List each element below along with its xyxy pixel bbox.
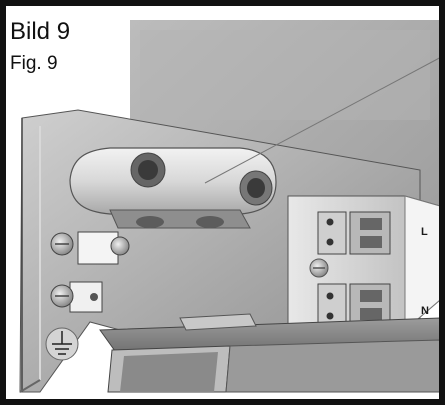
lower-rail	[99, 313, 441, 393]
cylinder-block	[69, 147, 277, 229]
terminal-block	[287, 195, 441, 332]
ground-symbol-icon	[45, 327, 79, 361]
figure-caption: Bild 9 Fig. 9	[10, 18, 71, 74]
leader-line	[204, 54, 445, 184]
terminal-label-live: L	[421, 226, 428, 238]
ground-screw-upper	[50, 231, 130, 265]
figure-title: Bild 9	[10, 18, 71, 45]
ground-screw-lower	[50, 281, 103, 313]
terminal-label-neutral: N	[421, 305, 429, 317]
figure-subtitle: Fig. 9	[10, 53, 58, 74]
